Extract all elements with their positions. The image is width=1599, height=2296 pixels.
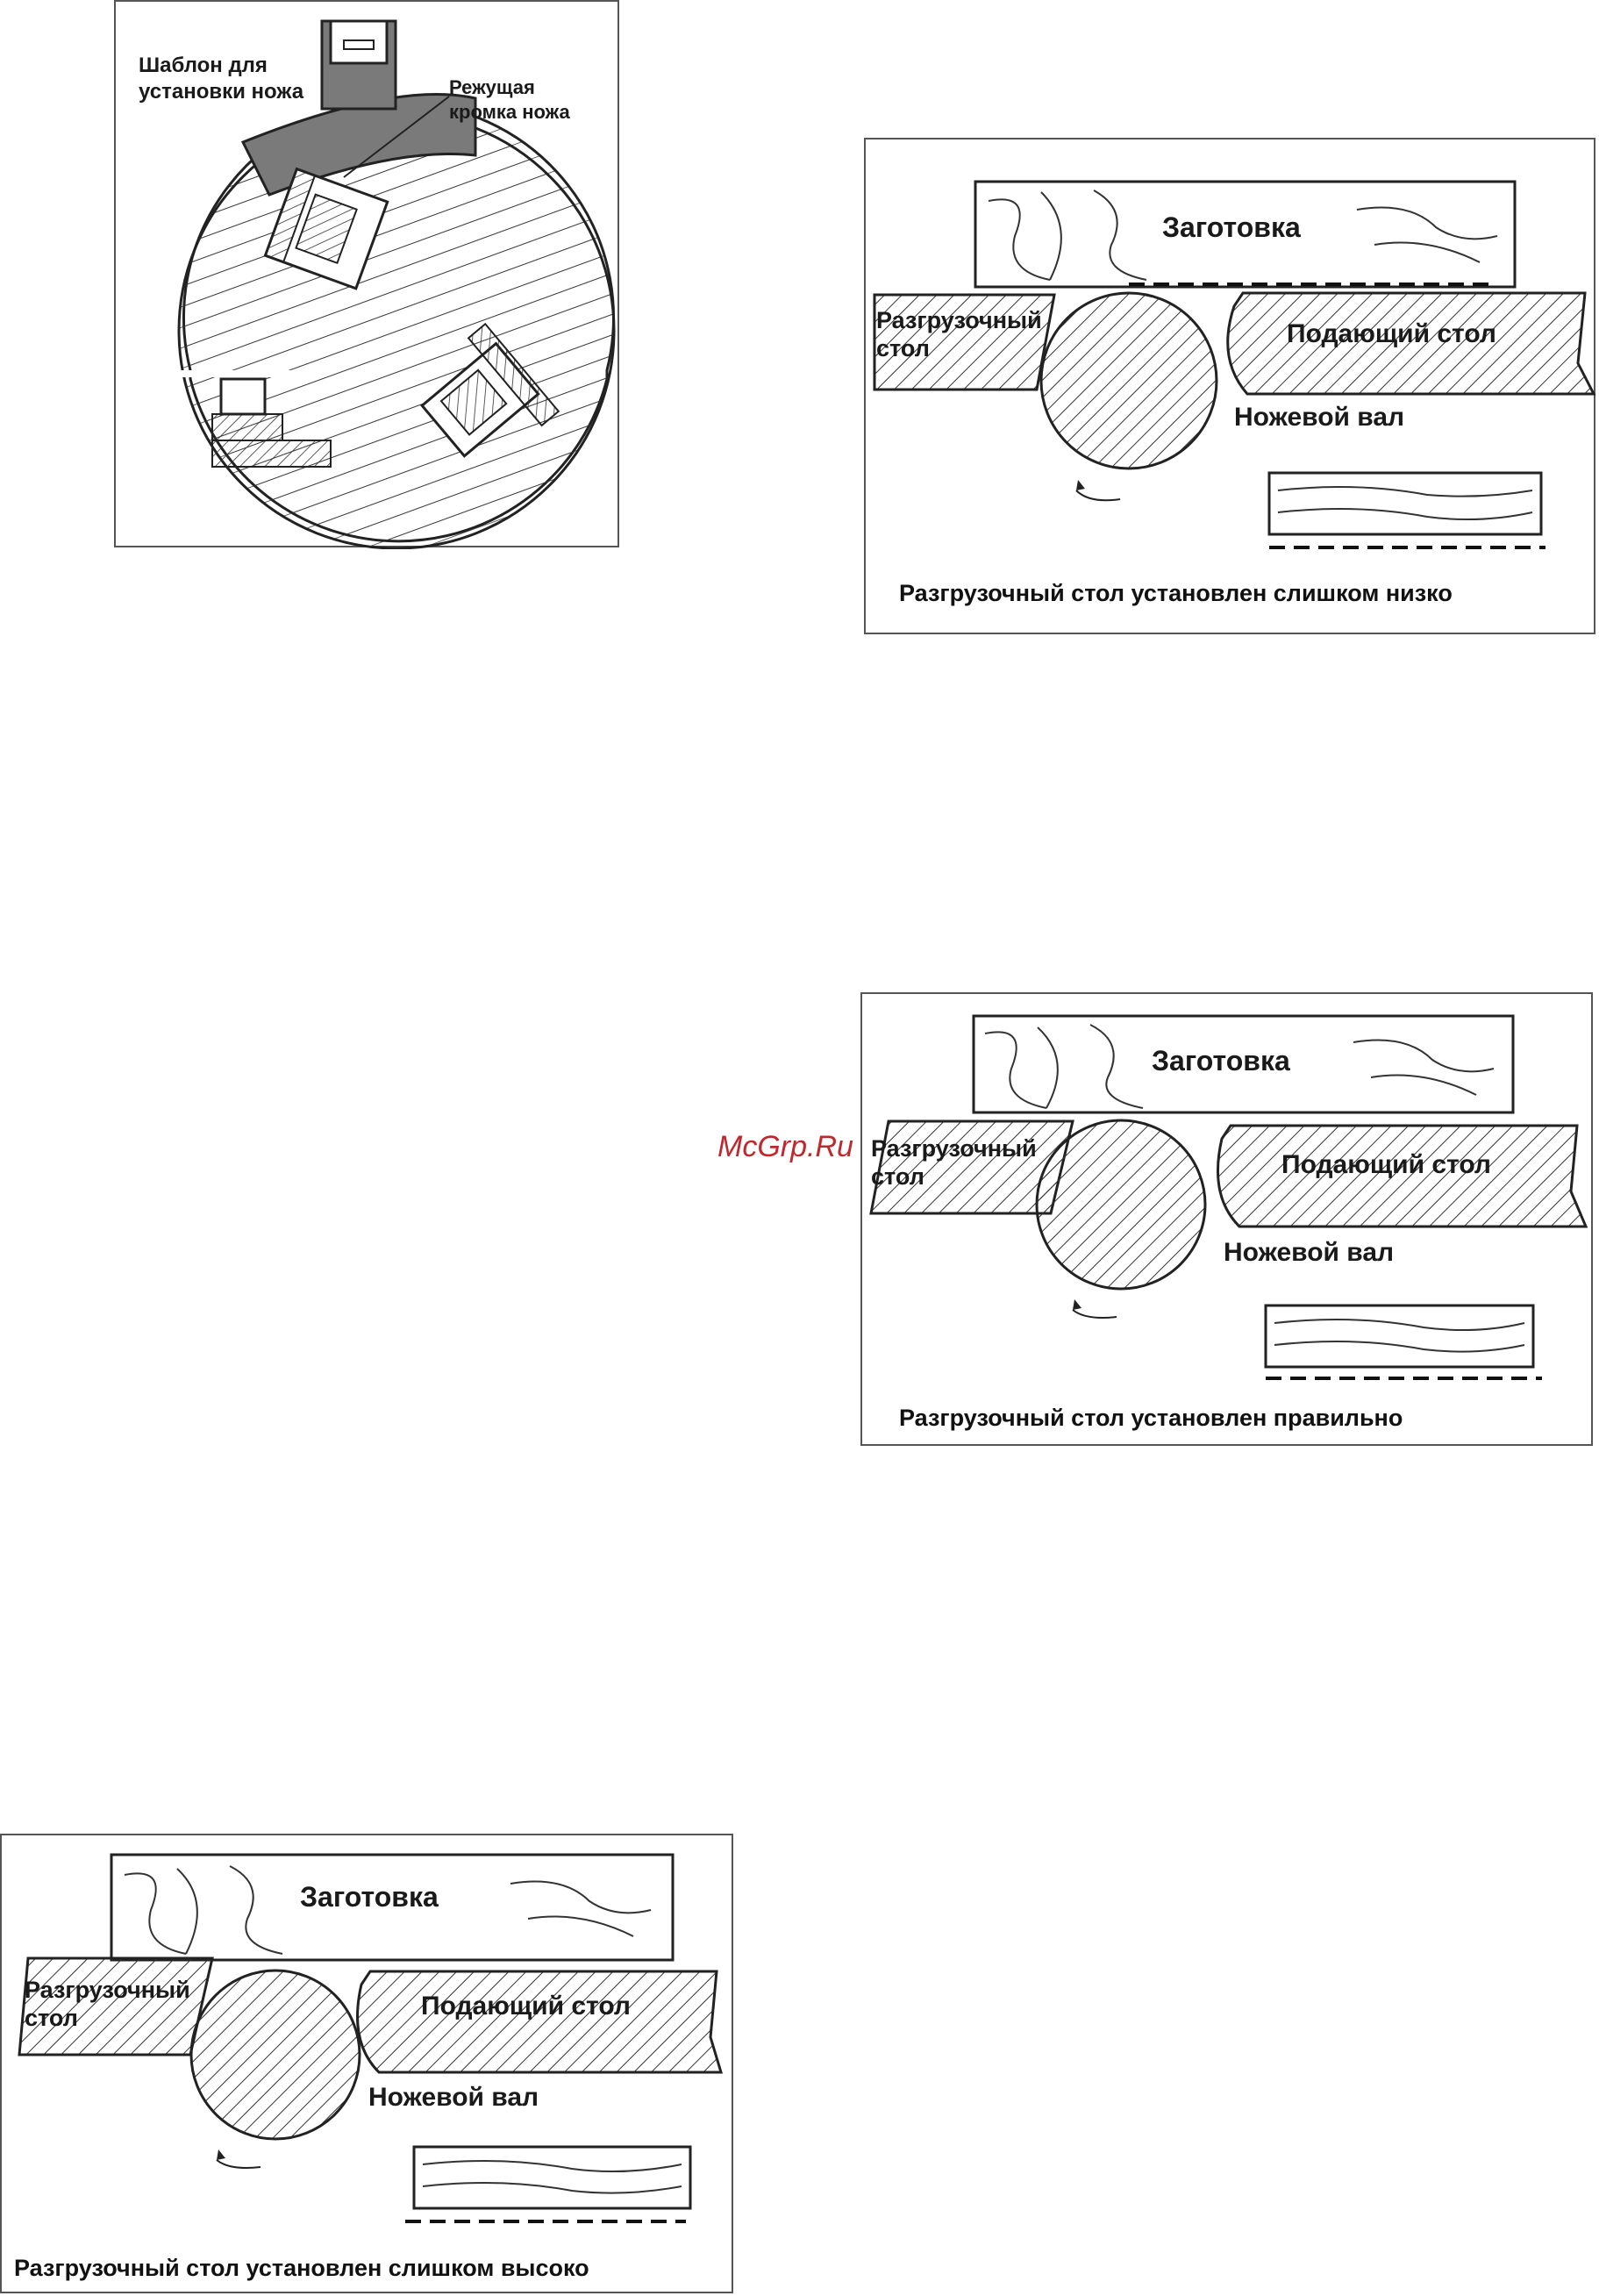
cutterhead-label: Ножевой вал (1224, 1238, 1395, 1267)
workpiece-label: Заготовка (1152, 1045, 1290, 1076)
cutterhead-label: Ножевой вал (1234, 403, 1405, 432)
workpiece (974, 180, 1517, 289)
sample-board (412, 2145, 692, 2210)
knife-assembly-left (211, 377, 332, 468)
outfeed-too-high-figure: Заготовка Разгрузочный стол Подающий сто… (0, 1834, 733, 2293)
jointer-diagram-high (18, 1853, 724, 2223)
sample-board (1264, 1304, 1535, 1369)
template-label: Шаблон для установки ножа (139, 54, 304, 104)
knife-template-figure: Шаблон для установки ножа Режущая кромка… (114, 0, 619, 549)
cutterhead-label: Ножевой вал (368, 2083, 539, 2112)
jointer-diagram-low (873, 180, 1596, 549)
workpiece (110, 1853, 675, 1962)
cutterhead-disc (177, 111, 616, 549)
figure-caption: Разгрузочный стол установлен слишком выс… (14, 2255, 589, 2281)
outfeed-too-low-figure: Заготовка Разгрузочный стол Подающий сто… (864, 138, 1596, 634)
outfeed-table (873, 293, 1056, 391)
cutterhead (1035, 1119, 1207, 1291)
watermark: McGrp.Ru (717, 1130, 853, 1163)
figure-caption: Разгрузочный стол установлен слишком низ… (899, 580, 1453, 606)
figure-caption: Разгрузочный стол установлен правильно (899, 1405, 1403, 1431)
infeed-label: Подающий стол (421, 1992, 631, 2021)
cutterhead (189, 1969, 361, 2141)
cutterhead-cross-section-drawing (177, 19, 616, 549)
cutterhead (1039, 291, 1218, 470)
infeed-table (356, 1970, 724, 2074)
outfeed-label: Разгрузочный стол (871, 1135, 1037, 1190)
infeed-label: Подающий стол (1287, 319, 1496, 348)
infeed-table (1217, 1124, 1588, 1228)
knife-assembly-top (263, 167, 389, 290)
workpiece (972, 1014, 1515, 1114)
knife-assembly-right (420, 322, 560, 458)
cutting-edge-label: Режущая кромка ножа (449, 76, 570, 123)
infeed-label: Подающий стол (1281, 1150, 1491, 1179)
workpiece-label: Заготовка (1162, 211, 1301, 243)
outfeed-label: Разгрузочный стол (25, 1977, 190, 2031)
workpiece-label: Заготовка (300, 1881, 439, 1913)
jointer-diagram-correct (869, 1014, 1588, 1380)
infeed-table (1226, 291, 1596, 396)
outfeed-correct-figure: Заготовка Разгрузочный стол Подающий сто… (860, 992, 1593, 1446)
outfeed-label: Разгрузочный стол (876, 307, 1042, 361)
sample-board (1267, 471, 1543, 536)
